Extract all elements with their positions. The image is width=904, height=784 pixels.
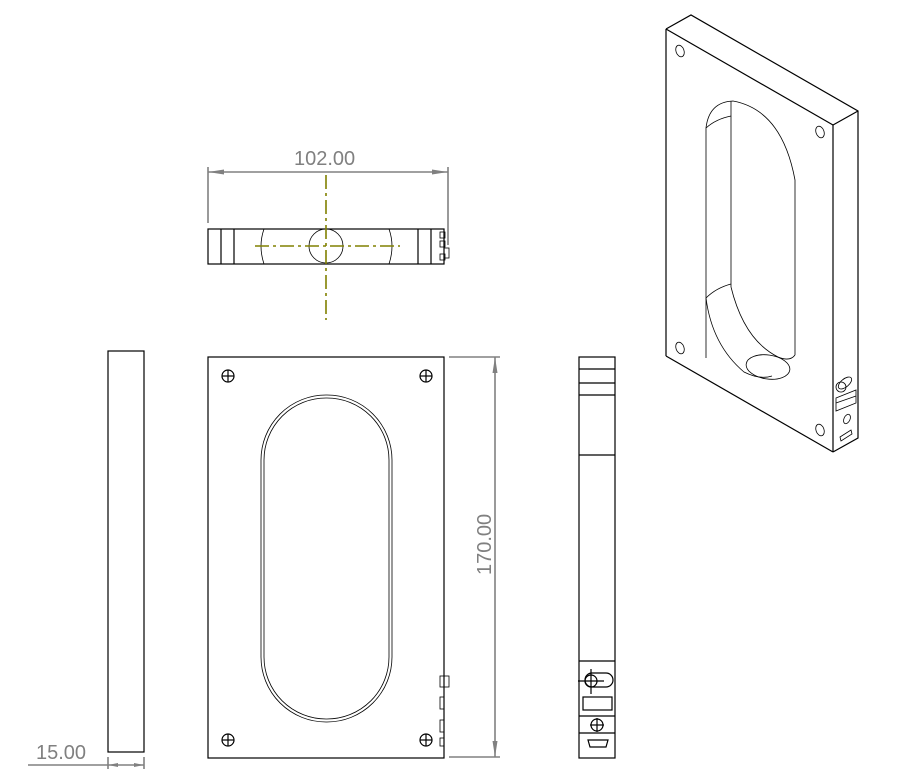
dimension-height-label: 170.00	[474, 513, 496, 575]
dimension-width-label: 102.00	[294, 148, 356, 170]
hole-bottom-right	[419, 733, 433, 747]
left-side-view	[28, 350, 145, 769]
hole-top-right	[419, 369, 433, 383]
hole-bottom-left	[221, 733, 235, 747]
dimension-thickness-label: 15.00	[36, 742, 87, 764]
right-side-view	[578, 356, 616, 759]
top-view	[207, 167, 450, 320]
hole-top-left	[221, 369, 235, 383]
front-view	[207, 356, 500, 759]
isometric-view	[665, 14, 859, 453]
